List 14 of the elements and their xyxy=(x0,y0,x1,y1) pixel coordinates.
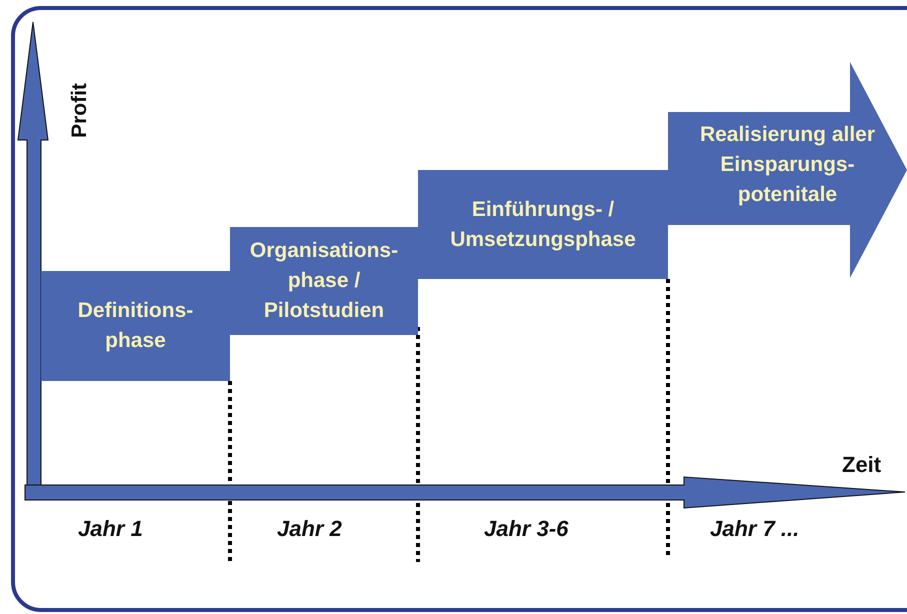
phase-label: Definitions- phase xyxy=(76,298,194,354)
year-label: Jahr 2 xyxy=(277,518,342,540)
axis-label: Zeit xyxy=(842,454,882,476)
phase-label: Realisierung aller Einsparungs- potenitale xyxy=(698,122,876,208)
year-label: Jahr 1 xyxy=(78,518,143,540)
phase-block xyxy=(41,271,230,381)
phase-block xyxy=(418,170,668,279)
phase-label: Einführungs- / Umsetzungsphase xyxy=(449,196,637,252)
phase-block xyxy=(230,227,418,335)
phase-arrow xyxy=(668,62,907,278)
year-label: Jahr 3-6 xyxy=(484,518,568,540)
year-label: Jahr 7 ... xyxy=(710,518,800,540)
phase-label: Organisations- phase / Pilotstudien xyxy=(248,238,400,324)
axis-label: Profit xyxy=(68,83,90,138)
